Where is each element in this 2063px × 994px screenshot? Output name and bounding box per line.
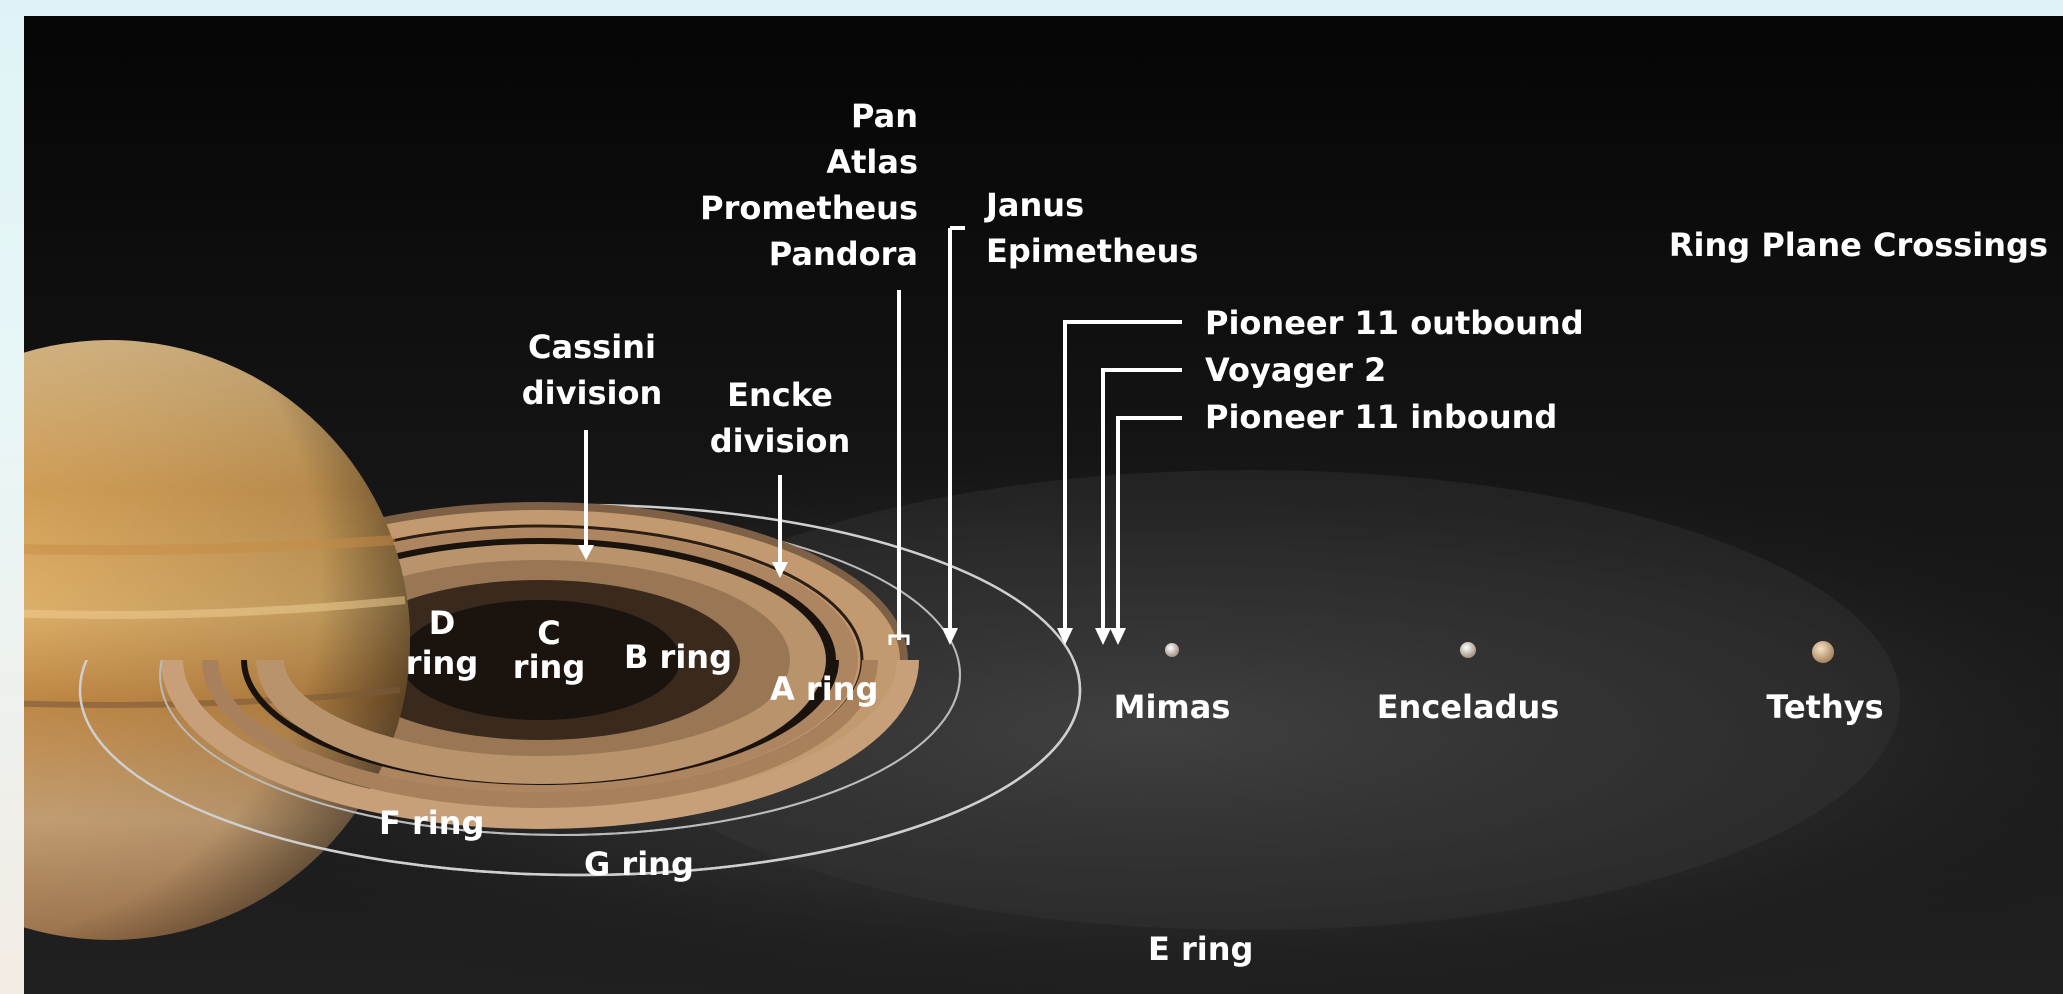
d-ring-label-1: D: [429, 604, 456, 642]
d-ring-label-2: ring: [406, 644, 478, 682]
moon-label-mimas: Mimas: [1114, 688, 1231, 726]
moon-label-atlas: Atlas: [826, 143, 918, 181]
moon-label-enceladus: Enceladus: [1377, 688, 1560, 726]
moon-label-pandora: Pandora: [769, 235, 918, 273]
moon-label-janus: Janus: [984, 186, 1084, 224]
f-ring-label: F ring: [379, 804, 484, 842]
crossing-pioneer-outbound: Pioneer 11 outbound: [1205, 304, 1584, 342]
a-ring-label: A ring: [770, 670, 878, 708]
enceladus-moon: [1460, 642, 1476, 658]
encke-label-2: division: [710, 422, 850, 460]
e-ring-label: E ring: [1148, 930, 1253, 968]
cassini-label-1: Cassini: [528, 328, 656, 366]
tethys-moon: [1812, 641, 1834, 663]
crossings-title: Ring Plane Crossings: [1669, 226, 2048, 264]
cassini-label-2: division: [522, 374, 662, 412]
b-ring-label: B ring: [624, 638, 732, 676]
encke-label-1: Encke: [727, 376, 833, 414]
c-ring-label-2: ring: [513, 648, 585, 686]
moon-label-pan: Pan: [851, 97, 918, 135]
g-ring-label: G ring: [584, 845, 694, 883]
crossing-voyager-2: Voyager 2: [1205, 351, 1386, 389]
moon-label-prometheus: Prometheus: [700, 189, 918, 227]
crossing-pioneer-inbound: Pioneer 11 inbound: [1205, 398, 1557, 436]
moon-label-tethys: Tethys: [1766, 688, 1883, 726]
c-ring-label-1: C: [537, 614, 560, 652]
moon-label-epimetheus: Epimetheus: [986, 232, 1198, 270]
mimas-moon: [1165, 643, 1179, 657]
